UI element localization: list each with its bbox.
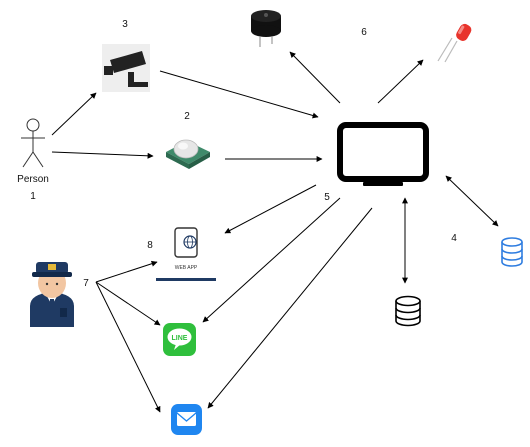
arrow-police-to-web-app (95, 260, 158, 283)
arrow-monitor-to-led (377, 59, 424, 104)
number-6-label: 6 (361, 27, 367, 38)
line-app-icon (163, 323, 196, 356)
stick-figure-icon (21, 118, 45, 168)
arrow-police-to-mail (95, 281, 161, 413)
arrow-person-to-camera (51, 92, 97, 136)
monitor-icon (337, 122, 429, 186)
web-app-label: WEB APP (175, 265, 198, 271)
number-7-label: 7 (83, 278, 89, 289)
led-icon (437, 23, 472, 63)
arrow-police-to-line (95, 281, 161, 326)
arrow-monitor-to-buzzer (289, 51, 341, 104)
police-officer-icon (30, 262, 74, 327)
mobile-web-app-icon (156, 227, 216, 281)
number-4-label: 4 (451, 233, 457, 244)
mail-icon (171, 404, 202, 435)
arrow-person-to-pir (51, 151, 154, 159)
arrow-monitor-to-mail (207, 207, 373, 409)
arrow-camera-to-monitor (159, 70, 319, 119)
arrow-monitor-database-right (445, 175, 499, 227)
number-8-label: 8 (147, 240, 153, 251)
number-5-label: 5 (324, 192, 330, 203)
arrow-monitor-to-web-app (224, 184, 317, 234)
person-label: Person (17, 174, 49, 185)
cctv-camera-icon (102, 44, 150, 92)
number-2-label: 2 (184, 111, 190, 122)
number-3-label: 3 (122, 19, 128, 30)
database-icon (501, 237, 523, 267)
connector-arrows (51, 51, 499, 413)
number-1-label: 1 (30, 191, 36, 202)
line-app-label: LINE (172, 335, 188, 342)
pir-sensor-icon (166, 139, 210, 169)
database-icon (395, 295, 421, 327)
arrow-monitor-to-line (202, 197, 341, 323)
buzzer-icon (251, 10, 281, 47)
